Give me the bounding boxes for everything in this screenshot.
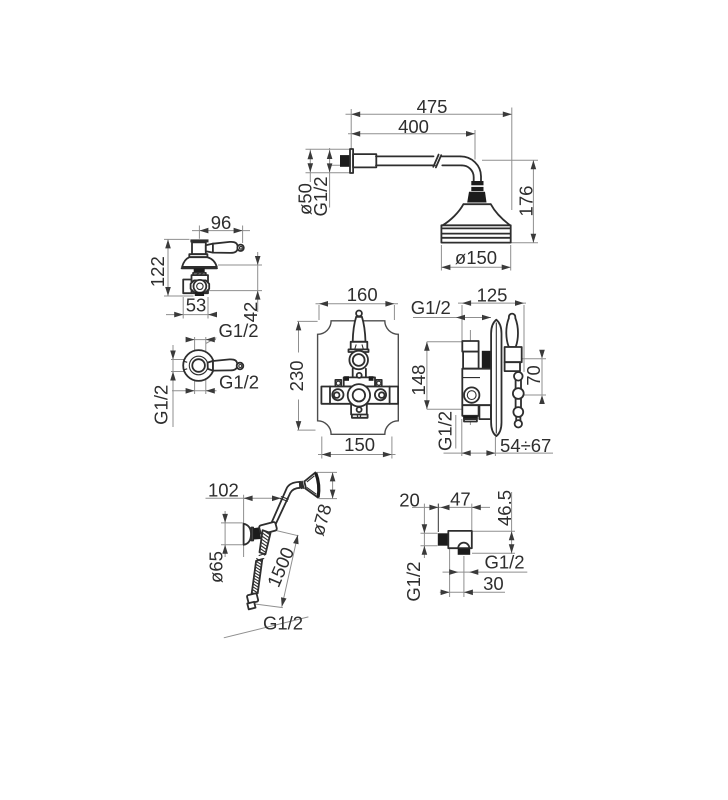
svg-text:102: 102 [208,479,239,500]
svg-text:ø50: ø50 [295,183,316,215]
svg-text:G1/2: G1/2 [403,562,424,602]
svg-text:122: 122 [147,256,168,287]
svg-text:G1/2: G1/2 [411,297,451,318]
svg-text:125: 125 [477,285,508,306]
svg-text:176: 176 [515,186,536,217]
svg-text:160: 160 [347,284,378,305]
svg-text:G1/2: G1/2 [218,320,258,341]
svg-text:G1/2: G1/2 [310,176,331,216]
svg-text:230: 230 [286,360,307,391]
svg-text:70: 70 [523,365,544,386]
svg-text:ø65: ø65 [205,551,226,583]
svg-text:G1/2: G1/2 [150,385,171,425]
svg-text:53: 53 [186,294,207,315]
svg-text:96: 96 [211,212,232,233]
svg-text:20: 20 [399,489,420,510]
svg-text:46.5: 46.5 [494,490,515,526]
svg-text:ø150: ø150 [455,247,497,268]
svg-text:42: 42 [240,302,261,323]
svg-text:150: 150 [344,434,375,455]
svg-text:30: 30 [483,573,504,594]
svg-text:G1/2: G1/2 [263,613,303,634]
svg-text:148: 148 [408,365,429,396]
svg-text:400: 400 [398,116,429,137]
svg-text:G1/2: G1/2 [435,411,456,451]
svg-text:G1/2: G1/2 [484,551,524,572]
svg-text:G1/2: G1/2 [219,372,259,393]
svg-text:47: 47 [450,488,471,509]
svg-text:54÷67: 54÷67 [500,435,551,456]
svg-text:475: 475 [417,96,448,117]
